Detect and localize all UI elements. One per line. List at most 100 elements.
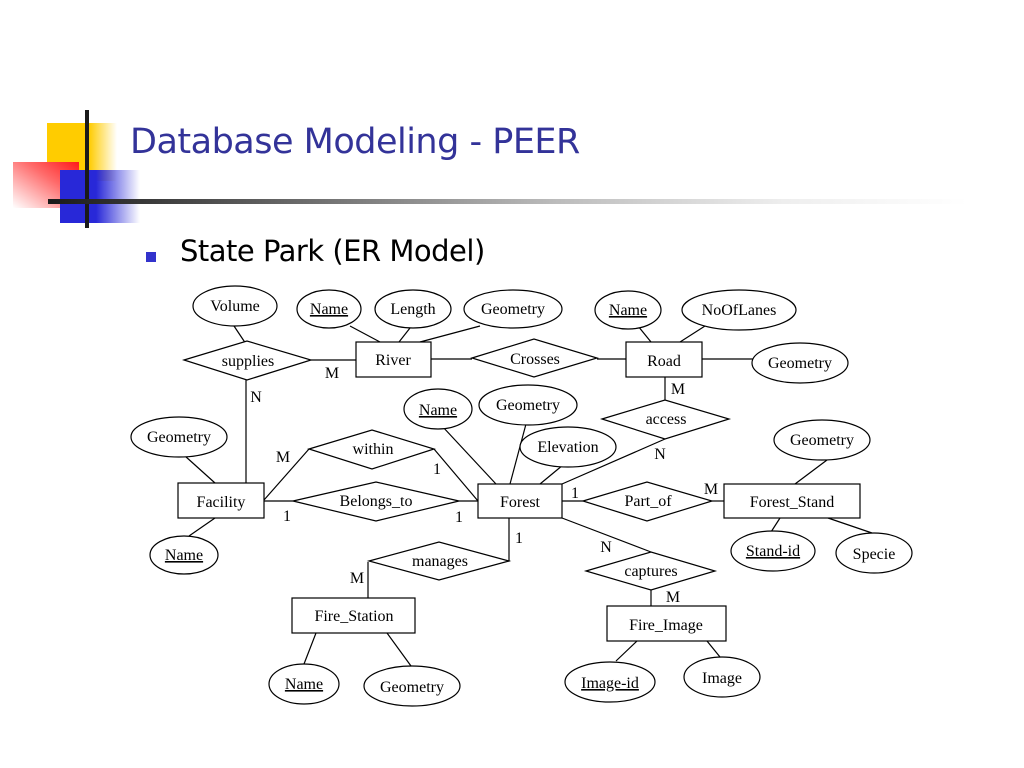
cardinality-partof-stand: M [704,481,718,498]
relationship-manages[interactable]: manages [366,541,512,581]
link-rivergeom-river [419,325,481,343]
entity-fire-station[interactable]: Fire_Station [291,597,416,634]
entity-label: Forest [500,494,541,511]
entity-forest[interactable]: Forest [477,483,563,519]
attribute-label: Geometry [768,355,832,372]
entity-label: Forest_Stand [750,494,834,511]
attribute-label-key: Image-id [581,675,639,692]
entity-label: Fire_Station [314,608,393,625]
relationship-label: Belongs_to [340,493,413,510]
attribute-facility-name[interactable]: Name [149,535,219,575]
relationship-captures[interactable]: captures [583,551,718,591]
relationship-label: access [646,411,687,428]
link-stand-specie [827,517,873,534]
attribute-river-geometry[interactable]: Geometry [463,289,563,329]
entity-label: River [375,352,411,369]
link-image-imageid [615,640,638,662]
connectors [184,325,873,667]
attribute-forest-name[interactable]: Name [403,388,473,430]
cardinality-captures-forest: N [600,539,612,556]
attribute-forest-geometry[interactable]: Geometry [478,384,578,426]
link-facgeom-facility [184,455,216,484]
link-forestgeom-forest [509,423,527,485]
relationship-label: manages [412,553,468,570]
link-lanes-road [679,325,706,343]
attribute-label-key: Name [285,676,323,693]
attribute-station-geometry[interactable]: Geometry [363,665,461,707]
attribute-facility-geometry[interactable]: Geometry [130,416,228,458]
cardinality-belongs-forest: 1 [455,509,463,526]
attribute-label: Image [702,670,742,687]
cardinality-supplies-facility: N [250,389,262,406]
link-station-name [303,632,317,665]
entity-river[interactable]: River [355,341,432,378]
attribute-label-key: Name [419,402,457,419]
relationship-label: within [353,441,394,458]
slide-title: Database Modeling - PEER [130,122,580,162]
attribute-river-length[interactable]: Length [374,289,452,329]
relationship-supplies[interactable]: supplies [181,340,314,381]
attribute-stand-id[interactable]: Stand-id [730,530,816,572]
cardinality-access-road: M [671,381,685,398]
entity-label: Road [647,353,681,370]
link-standgeom-stand [794,459,828,485]
link-volume-supplies [233,325,247,345]
attribute-label: Specie [853,546,896,563]
cardinality-manages-forest: 1 [515,530,523,547]
cardinality-partof-forest: 1 [571,485,579,502]
bullet-text: State Park (ER Model) [180,234,485,268]
link-forest-captures [561,517,652,553]
link-roadname-road [637,325,652,343]
attribute-stand-specie[interactable]: Specie [835,532,913,574]
link-facility-facname [188,517,216,537]
link-elevation-forest [539,464,564,485]
relationship-part-of[interactable]: Part_of [580,481,715,522]
cardinality-supplies-river: M [325,365,339,382]
attribute-road-geometry[interactable]: Geometry [751,342,849,384]
attribute-label: NoOfLanes [702,302,777,319]
relationship-crosses[interactable]: Crosses [469,338,600,378]
attribute-label: Volume [210,298,259,315]
attribute-stand-geometry[interactable]: Geometry [773,419,871,461]
decor-vertical-line [85,110,89,228]
relationship-belongs-to[interactable]: Belongs_to [292,481,460,522]
relationship-label: supplies [222,353,274,370]
relationship-access[interactable]: access [599,399,732,440]
entity-label: Fire_Image [629,617,703,634]
attribute-supplies-volume[interactable]: Volume [192,285,278,327]
relationship-label: captures [624,563,677,580]
entity-facility[interactable]: Facility [177,482,265,519]
entity-road[interactable]: Road [625,341,703,378]
attribute-image-id[interactable]: Image-id [564,661,656,703]
entity-forest-stand[interactable]: Forest_Stand [723,483,861,519]
cardinality-belongs-facility: 1 [283,508,291,525]
attribute-station-name[interactable]: Name [268,663,340,705]
cardinality-manages-station: M [350,570,364,587]
attribute-label: Elevation [537,439,598,456]
attribute-label: Geometry [496,397,560,414]
attribute-label-key: Name [609,302,647,319]
relationship-within[interactable]: within [306,429,436,470]
cardinality-access-forest: N [654,446,666,463]
cardinality-within-facility: M [276,449,290,466]
attribute-label: Geometry [481,301,545,318]
link-facility-within [263,448,310,501]
attribute-image-image[interactable]: Image [683,656,761,698]
attribute-road-name[interactable]: Name [594,290,662,330]
relationship-label: Crosses [510,351,560,368]
cardinality-captures-image: M [666,589,680,606]
cardinality-within-forest: 1 [433,461,441,478]
attribute-road-lanes[interactable]: NoOfLanes [681,289,797,331]
attribute-label: Geometry [380,679,444,696]
link-forest-manages [507,518,510,562]
entity-fire-image[interactable]: Fire_Image [606,605,727,642]
title-underline-divider [48,199,968,204]
entity-label: Facility [197,494,246,511]
attribute-label: Geometry [147,429,211,446]
link-rivername-river [349,325,381,343]
bullet-square-icon [146,252,156,262]
decor-blue-square [60,170,140,223]
attribute-forest-elevation[interactable]: Elevation [519,426,617,468]
attribute-river-name[interactable]: Name [296,289,362,329]
